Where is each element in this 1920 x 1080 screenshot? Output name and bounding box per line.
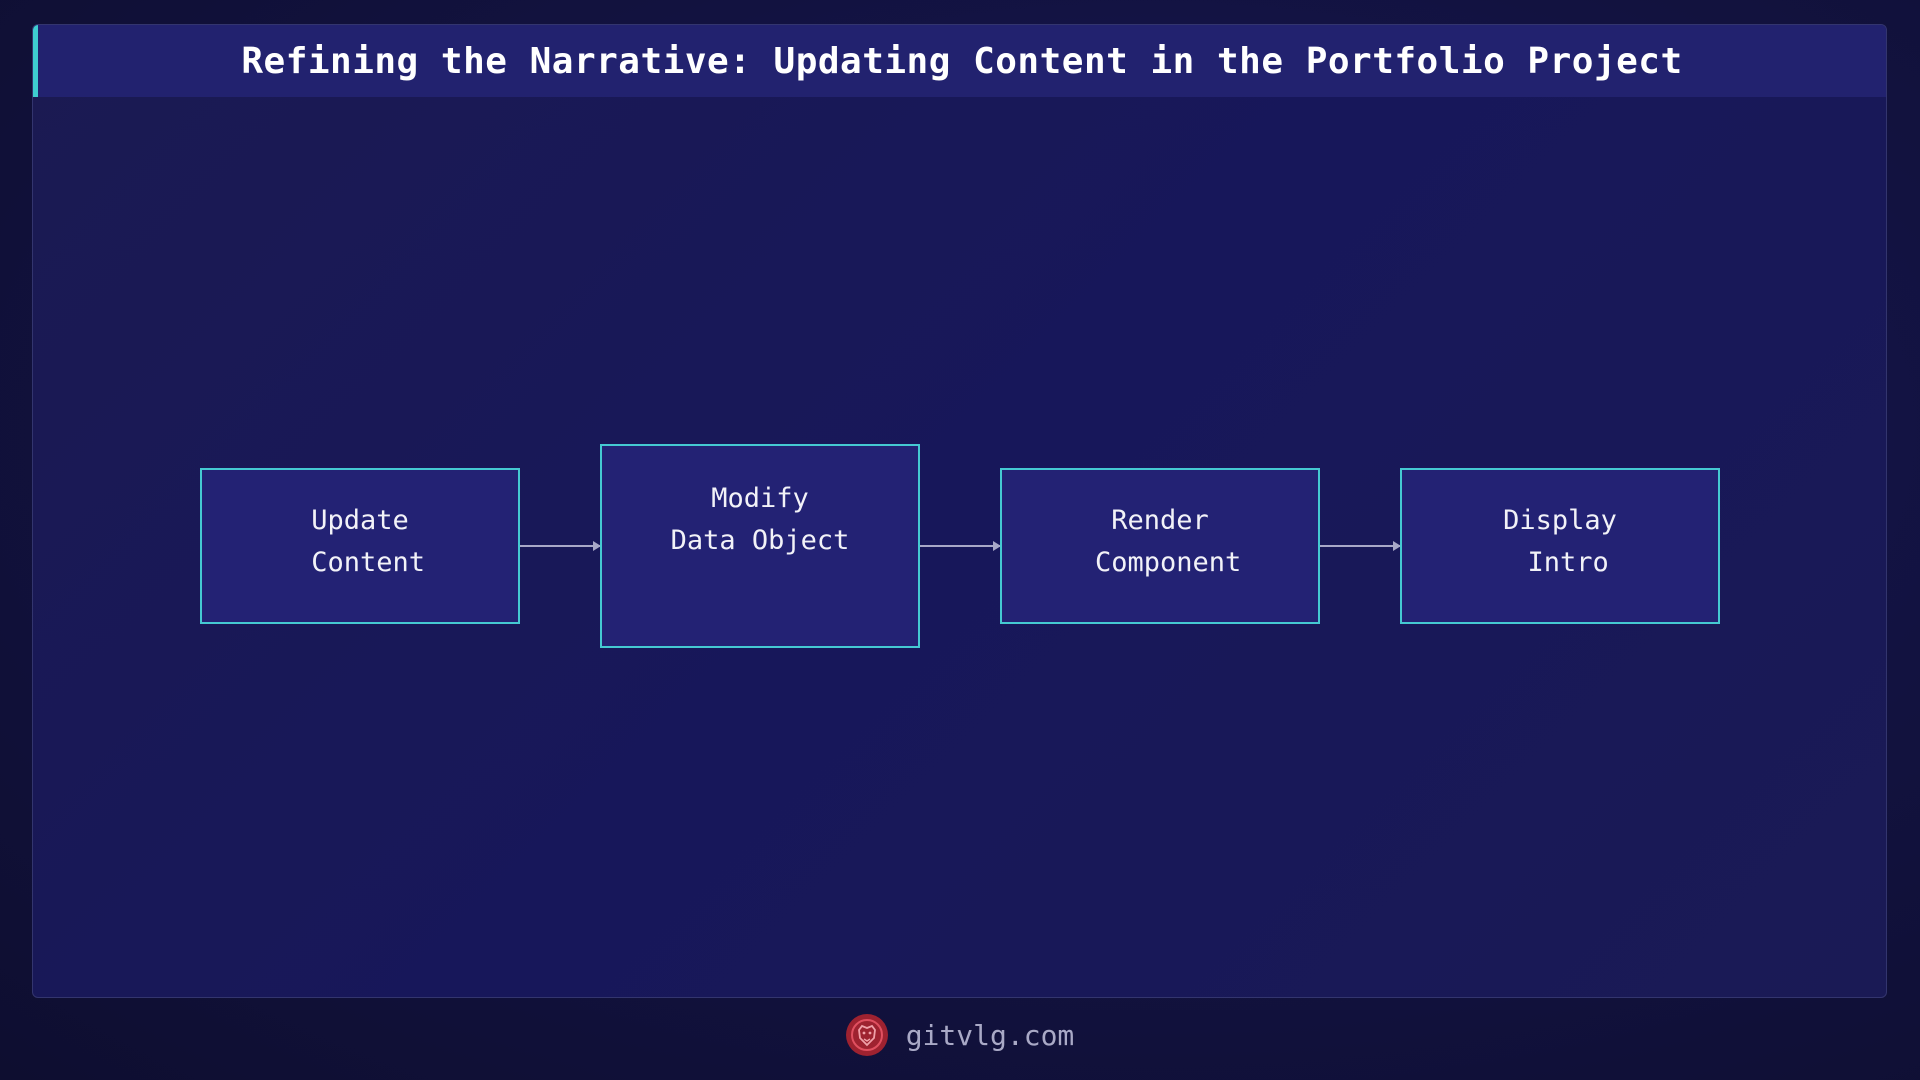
title-bar: Refining the Narrative: Updating Content… bbox=[33, 25, 1886, 97]
node-modify-data-object: Modify Data Object bbox=[600, 444, 920, 648]
footer: gitvlg.com bbox=[0, 1010, 1920, 1060]
site-link[interactable]: gitvlg.com bbox=[905, 1018, 1075, 1052]
node-label: Render Component bbox=[1094, 505, 1242, 578]
node-label: Update Content bbox=[311, 505, 426, 578]
node-display-intro: Display Intro bbox=[1400, 468, 1720, 624]
node-label: Display Intro bbox=[1503, 505, 1617, 578]
node-render-component: Render Component bbox=[1000, 468, 1320, 624]
node-label: Modify Data Object bbox=[670, 483, 850, 556]
page-title: Refining the Narrative: Updating Content… bbox=[241, 40, 1683, 82]
lion-head-icon bbox=[845, 1014, 888, 1056]
node-update-content: Update Content bbox=[200, 468, 520, 624]
